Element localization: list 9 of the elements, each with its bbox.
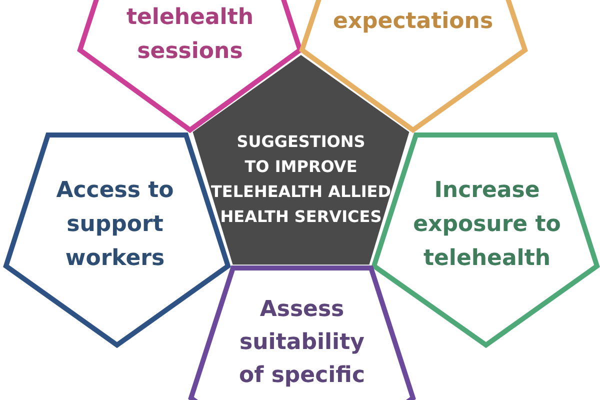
suggestion-text: Increase exposure to telehealth [412, 177, 562, 273]
suggestion-text: telehealth sessions [125, 4, 255, 66]
pentagon [77, 0, 303, 133]
pentagon [188, 265, 416, 400]
suggestion-text: Assess suitability of specific [238, 296, 366, 390]
suggestion-text: expectations [332, 8, 494, 36]
suggestion-text: Access to support workers [55, 177, 175, 273]
center-heading: SUGGESTIONS TO IMPROVE TELEHEALTH ALLIED HEALTH SERVICES [210, 131, 392, 228]
pentagon [299, 0, 528, 133]
